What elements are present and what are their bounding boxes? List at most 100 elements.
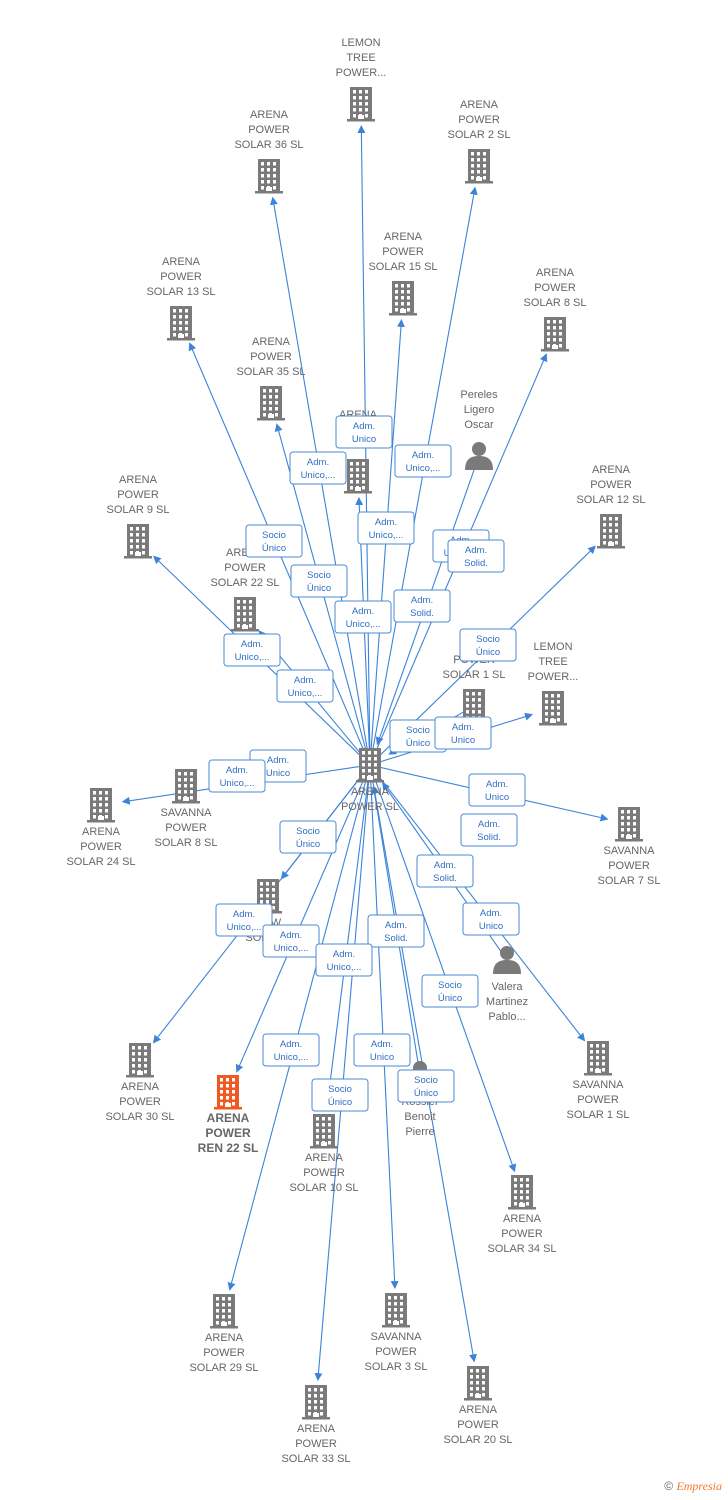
edge-center-s34	[372, 774, 517, 1173]
relation-badge[interactable]: Adm. Solid.	[460, 813, 518, 847]
node-label: ARENA	[503, 1213, 542, 1225]
relation-badge[interactable]: Adm.Solid.	[447, 539, 505, 573]
relation-badge[interactable]: Adm.Unico,...	[276, 669, 334, 703]
edge-center-s10	[323, 774, 370, 1111]
node-label: ARENA	[205, 1332, 244, 1344]
node-valera[interactable]: ValeraMartinezPablo...	[486, 946, 528, 1023]
relation-badge[interactable]: Adm.Unico,...	[262, 1033, 320, 1067]
badge-text: Unico,...	[301, 470, 336, 481]
node-label: LEMON	[533, 641, 572, 653]
relation-badge[interactable]: Adm.Unico,...	[262, 924, 320, 958]
building-icon	[124, 524, 152, 559]
badge-text: Adm.	[267, 755, 289, 766]
node-lemon1[interactable]: LEMONTREEPOWER...	[336, 37, 387, 122]
node-label: POWER...	[336, 67, 387, 79]
badge-text: Unico,...	[227, 922, 262, 933]
relation-badge[interactable]: Adm.Unico,...	[357, 511, 415, 545]
relation-badge[interactable]: Adm.Unico	[434, 716, 492, 750]
relation-badge[interactable]: Adm.Unico,...	[315, 943, 373, 977]
badge-text: Adm.	[280, 930, 302, 941]
relation-badge[interactable]: Adm.Solid.	[393, 589, 451, 623]
node-label: SAVANNA	[573, 1079, 625, 1091]
building-icon	[167, 306, 195, 341]
node-label: POWER	[457, 1419, 499, 1431]
building-icon	[302, 1385, 330, 1420]
footer-brand[interactable]: © Empresia	[664, 1479, 722, 1494]
badge-text: Adm.	[233, 909, 255, 920]
relation-badge[interactable]: Adm.Solid.	[367, 914, 425, 948]
badge-box	[434, 716, 492, 750]
badge-text: Adm.	[280, 1039, 302, 1050]
badge-box	[311, 1078, 369, 1112]
badge-text: Socio	[328, 1084, 352, 1095]
node-label: POWER	[382, 246, 424, 258]
badge-box	[421, 974, 479, 1008]
node-label: POWER	[160, 271, 202, 283]
node-label: SOLAR 33 SL	[281, 1453, 350, 1465]
relation-badge[interactable]: Adm. Unico,...	[215, 903, 273, 937]
relation-badge[interactable]: Adm.Unico,...	[289, 451, 347, 485]
relation-badge[interactable]: Adm.Unico,...	[208, 759, 266, 793]
badge-text: Solid.	[384, 933, 408, 944]
node-label: POWER	[534, 282, 576, 294]
badge-box	[279, 820, 337, 854]
person-icon	[465, 442, 493, 470]
badge-text: Solid.	[477, 832, 501, 843]
node-label: Benoit	[404, 1111, 435, 1123]
relation-badge[interactable]: Adm.Unico	[462, 902, 520, 936]
relation-badge[interactable]: Adm.Solid.	[416, 854, 474, 888]
node-label: REN 22 SL	[198, 1141, 259, 1155]
badge-text: Adm.	[486, 779, 508, 790]
relation-badge[interactable]: Adm.Unico,...	[334, 600, 392, 634]
relation-badge[interactable]: Adm.Unico	[335, 415, 393, 449]
node-label: Martinez	[486, 996, 528, 1008]
badge-text: Único	[296, 839, 320, 850]
node-label: SOLAR 29 SL	[189, 1362, 258, 1374]
badge-text: Único	[328, 1097, 352, 1108]
copyright-symbol: ©	[664, 1479, 674, 1493]
node-label: SOLAR 10 SL	[289, 1182, 358, 1194]
badge-text: Adm.	[371, 1039, 393, 1050]
relation-badge[interactable]: Adm.Unico,...	[394, 444, 452, 478]
badge-box	[447, 539, 505, 573]
badge-text: Adm.	[478, 819, 500, 830]
building-icon	[347, 87, 375, 122]
relation-badge[interactable]: Adm.Unico	[468, 773, 526, 807]
node-lemon2[interactable]: LEMONTREEPOWER...	[528, 641, 579, 726]
badge-text: Único	[414, 1088, 438, 1099]
relation-badge[interactable]: Adm.Unico	[353, 1033, 411, 1067]
relation-badge[interactable]: Adm.Unico,...	[223, 633, 281, 667]
badge-box	[223, 633, 281, 667]
